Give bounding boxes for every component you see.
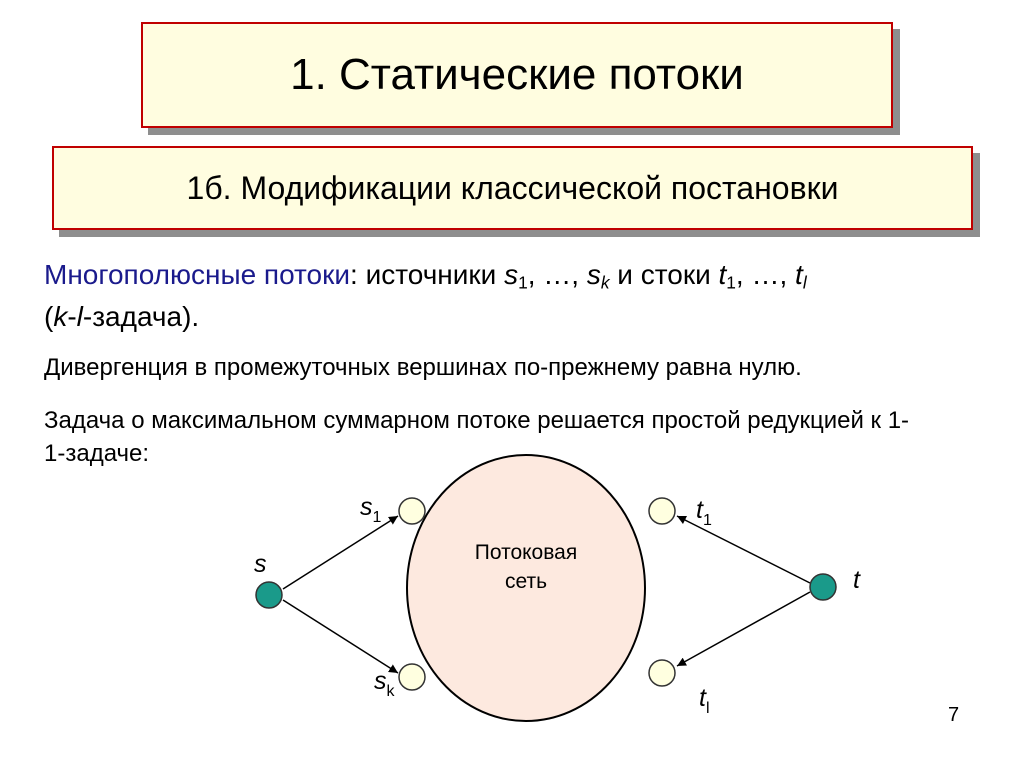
edge-t-t1 [676, 515, 811, 584]
label-tl: tl [699, 684, 710, 717]
node-s1 [398, 497, 426, 525]
label-sk: sk [374, 667, 396, 700]
node-super-sink [809, 573, 837, 601]
paragraph-reduction: Задача о максимальном суммарном потоке р… [44, 407, 910, 467]
label-s1: s1 [360, 493, 382, 526]
label-t1: t1 [696, 496, 712, 529]
network-label-line2: сеть [505, 570, 547, 593]
slide-subtitle-text: 1б. Модификации классической постановки [186, 169, 839, 206]
slide-subtitle: 1б. Модификации классической постановки [52, 146, 973, 230]
flow-network-ellipse [406, 454, 646, 722]
node-t1 [648, 497, 676, 525]
paragraph-multipole-flows: Многополюсные потоки: источники s1, …, s… [44, 259, 807, 332]
network-label-line1: Потоковая [475, 541, 577, 564]
edge-s-s1 [282, 515, 399, 590]
slide-title-text: 1. Статические потоки [290, 50, 744, 99]
label-super-sink: t [853, 566, 861, 594]
edge-t-tl [676, 591, 811, 667]
multipole-flows-term: Многополюсные потоки [44, 259, 351, 290]
node-sk [398, 663, 426, 691]
node-super-source [255, 581, 283, 609]
slide-title: 1. Статические потоки [141, 22, 893, 128]
page-number: 7 [948, 704, 960, 726]
label-super-source: s [254, 550, 267, 578]
edge-s-sk [282, 599, 399, 674]
node-tl [648, 659, 676, 687]
paragraph-divergence: Дивергенция в промежуточных вершинах по-… [44, 354, 802, 381]
